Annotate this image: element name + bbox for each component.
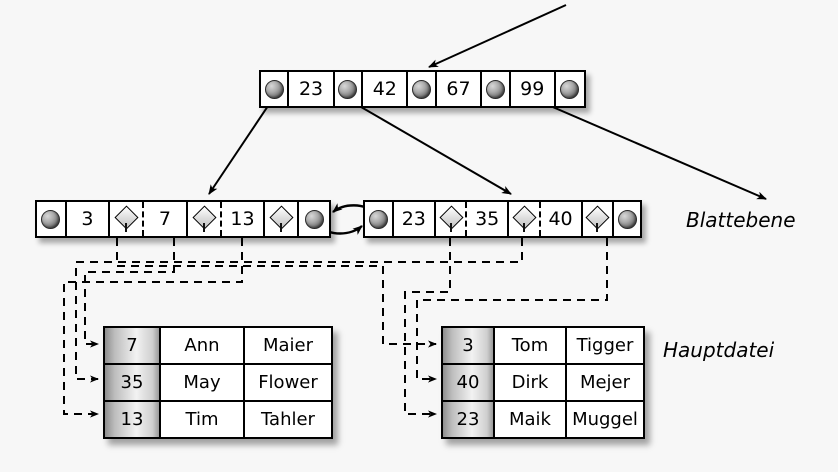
leaf-right-key-1: 35 [467, 202, 510, 236]
ball-pointer-icon [560, 79, 580, 99]
caption-blattebene: Blattebene [686, 208, 796, 232]
ball-pointer-icon [338, 79, 358, 99]
diamond-pointer-icon [114, 205, 139, 232]
record-first-name: Tim [161, 402, 245, 437]
table-row[interactable]: 3 Tom Tigger [443, 328, 643, 365]
leaf-right-key-2: 40 [540, 202, 583, 236]
leaf-left-record-pointer-1[interactable] [187, 202, 222, 236]
root-node[interactable]: 23 42 67 99 [259, 70, 586, 108]
leaf-node-left[interactable]: 3 7 13 [35, 200, 331, 238]
table-row[interactable]: 40 Dirk Mejer [443, 365, 643, 402]
table-row[interactable]: 13 Tim Tahler [105, 402, 331, 437]
record-key: 13 [105, 402, 161, 437]
leaf-right-pointer-prev[interactable] [365, 202, 394, 236]
root-pointer-2[interactable] [408, 72, 437, 106]
record-last-name: Maier [262, 335, 314, 356]
leaf-right-record-pointer-1[interactable] [509, 202, 541, 236]
leaf-left-key-2: 13 [221, 202, 266, 236]
ball-pointer-icon [304, 209, 324, 229]
record-key: 23 [443, 402, 495, 437]
caption-hauptdatei: Hauptdatei [663, 338, 775, 362]
ball-pointer-icon [412, 79, 432, 99]
root-key-3: 99 [510, 72, 556, 106]
leaf-left-record-pointer-0[interactable] [110, 202, 145, 236]
record-first-name: Tom [495, 328, 567, 363]
record-last-name: Muggel [572, 409, 638, 430]
hauptdatei-table-left: 7 Ann Maier 35 May Flower 13 Tim Tahler [103, 326, 333, 439]
record-first-name: Maik [495, 402, 567, 437]
leaf-left-record-pointer-2[interactable] [265, 202, 300, 236]
leaf-left-key-0: 3 [66, 202, 111, 236]
root-key-1: 42 [363, 72, 409, 106]
record-key: 3 [443, 328, 495, 363]
root-key-0: 23 [289, 72, 335, 106]
edge-incoming-root [428, 4, 567, 68]
leaf-left-pointer-next[interactable] [299, 202, 329, 236]
leaf-right-record-pointer-2[interactable] [582, 202, 614, 236]
diamond-pointer-icon [269, 205, 294, 232]
record-first-name: Dirk [495, 365, 567, 400]
diamond-pointer-icon [512, 205, 537, 232]
table-row[interactable]: 23 Maik Muggel [443, 402, 643, 437]
edge-root-to-leaf-left [208, 99, 273, 195]
leaf-node-right[interactable]: 23 35 40 [363, 200, 642, 238]
table-row[interactable]: 35 May Flower [105, 365, 331, 402]
record-last-name: Mejer [579, 372, 631, 393]
leaf-right-key-0: 23 [393, 202, 436, 236]
leaf-left-key-1: 7 [144, 202, 188, 236]
root-pointer-4[interactable] [555, 72, 584, 106]
diamond-pointer-icon [585, 205, 610, 232]
ball-pointer-icon [41, 209, 61, 229]
ball-pointer-icon [264, 79, 284, 99]
leaf-right-pointer-next[interactable] [614, 202, 641, 236]
root-key-2: 67 [436, 72, 483, 106]
record-last-name: Flower [258, 372, 318, 393]
leaf-right-record-pointer-0[interactable] [435, 202, 468, 236]
record-last-name: Tahler [261, 409, 315, 430]
ball-pointer-icon [368, 209, 388, 229]
root-pointer-0[interactable] [261, 72, 290, 106]
root-pointer-1[interactable] [334, 72, 364, 106]
record-key: 35 [105, 365, 161, 400]
diamond-pointer-icon [438, 205, 464, 232]
edge-root-to-leaf-right [348, 99, 512, 195]
record-key: 40 [443, 365, 495, 400]
record-key: 7 [105, 328, 161, 363]
root-pointer-3[interactable] [482, 72, 511, 106]
diamond-pointer-icon [192, 205, 217, 232]
ball-pointer-icon [485, 79, 505, 99]
ball-pointer-icon [617, 209, 637, 229]
hauptdatei-table-right: 3 Tom Tigger 40 Dirk Mejer 23 Maik Mugge… [441, 326, 645, 439]
record-first-name: Ann [161, 328, 245, 363]
record-last-name: Tigger [576, 335, 634, 356]
table-row[interactable]: 7 Ann Maier [105, 328, 331, 365]
record-first-name: May [161, 365, 245, 400]
leaf-left-pointer-prev[interactable] [37, 202, 67, 236]
edge-root-to-blattebene [517, 91, 767, 200]
